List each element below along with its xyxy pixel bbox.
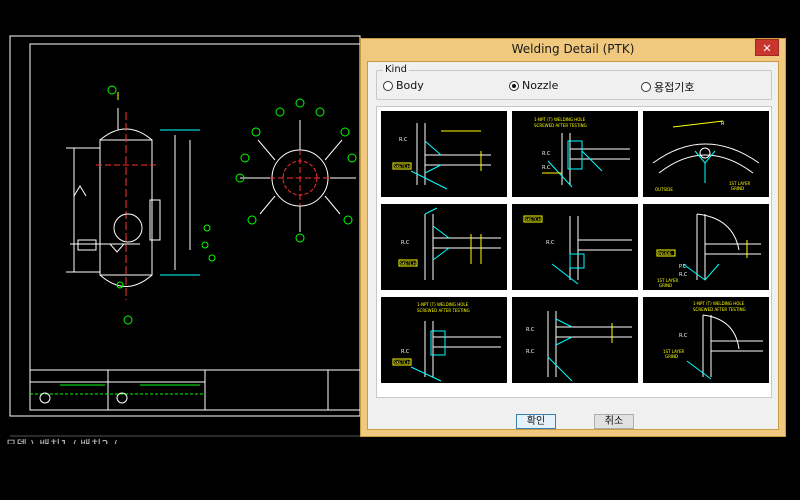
thumb-3-label-outside: OUTSIDE [655, 187, 673, 192]
detail-thumbnail-8[interactable]: R.C R.C [512, 297, 638, 383]
radio-body-indicator[interactable] [383, 80, 393, 91]
thumb-2-label-hole: 1-NPT (T) WELDING HOLE [534, 117, 586, 122]
thumb-6-label-rc: R.C [679, 272, 688, 278]
dialog-title: Welding Detail (PTK) [511, 42, 635, 56]
dialog-titlebar[interactable]: Welding Detail (PTK) ✕ [361, 39, 785, 61]
thumb-8-label-rc-2: R.C [526, 349, 535, 355]
thumb-3-label-layer: 1ST LAYER [729, 181, 751, 186]
detail-thumbnail-1[interactable]: R.C SKETCH [381, 111, 507, 197]
thumb-2-label-rc: R.C [542, 151, 551, 157]
radio-nozzle-indicator[interactable] [509, 80, 519, 91]
thumb-9-label-rc: R.C [679, 333, 688, 339]
thumb-1-label-sketch: SKETCH [394, 164, 410, 169]
kind-group-label: Kind [383, 64, 410, 75]
radio-weld-symbol-indicator[interactable] [641, 82, 651, 92]
thumb-9-label-layer: 1ST LAYER [663, 349, 685, 354]
radio-nozzle-label: Nozzle [522, 79, 559, 92]
welding-detail-dialog: Welding Detail (PTK) ✕ Kind Body Nozzle … [360, 38, 786, 437]
radio-weld-symbol[interactable]: 용접기호 [641, 79, 694, 95]
thumb-6-label-layer: 1ST LAYER [657, 278, 679, 283]
cancel-button[interactable]: 취소 [594, 414, 634, 429]
detail-thumbnail-2[interactable]: 1-NPT (T) WELDING HOLE SCREWED AFTER TES… [512, 111, 638, 197]
detail-thumbnail-4[interactable]: R.C SKETCH [381, 204, 507, 290]
radio-body[interactable]: Body [383, 79, 424, 92]
thumb-7-label-sketch: SKETCH [394, 360, 410, 365]
bottom-black-bar [0, 444, 800, 500]
thumb-6-label-inside: INSIDE [658, 251, 672, 256]
close-button[interactable]: ✕ [755, 39, 779, 56]
thumb-3-label-grind: GRIND [731, 186, 744, 191]
detail-thumbnail-6[interactable]: INSIDE 1ST LAYER GRIND P.C R.C [643, 204, 769, 290]
thumb-2-label-rc-2: R.C [542, 165, 551, 171]
detail-thumbnail-3[interactable]: R 1ST LAYER GRIND OUTSIDE [643, 111, 769, 197]
thumb-4-label-sketch: SKETCH [400, 261, 416, 266]
thumb-7-label-hole: 1-NPT (T) WELDING HOLE [417, 302, 469, 307]
kind-group: Kind Body Nozzle 용접기호 [376, 64, 772, 100]
detail-thumbnail-7[interactable]: 1-NPT (T) WELDING HOLE SCREWED AFTER TES… [381, 297, 507, 383]
ok-button[interactable]: 확인 [516, 414, 556, 429]
thumb-9-label-screwed: SCREWED AFTER TESTING [693, 307, 746, 312]
thumb-4-label-rc: R.C [401, 240, 410, 246]
dialog-body: Kind Body Nozzle 용접기호 [367, 61, 779, 430]
radio-nozzle[interactable]: Nozzle [509, 79, 558, 92]
thumb-7-label-rc: R.C [401, 349, 410, 355]
vessel-plan-view [235, 98, 357, 243]
radio-body-label: Body [396, 79, 424, 92]
vessel-elevation [66, 85, 216, 325]
thumb-7-label-screwed: SCREWED AFTER TESTING [417, 308, 470, 313]
thumb-6-label-grind: GRIND [659, 283, 672, 288]
thumb-6-label-pc: P.C [679, 264, 687, 270]
thumb-2-label-screwed: SCREWED AFTER TESTING [534, 123, 587, 128]
detail-thumbnail-9[interactable]: 1-NPT (T) WELDING HOLE SCREWED AFTER TES… [643, 297, 769, 383]
thumb-5-label-rc: R.C [546, 240, 555, 246]
radio-weld-symbol-label: 용접기호 [654, 81, 695, 94]
detail-gallery: R.C SKETCH 1-NPT (T) WELDING HOLE SCREWE… [376, 106, 772, 398]
detail-thumbnail-5[interactable]: SKETCH R.C [512, 204, 638, 290]
thumb-5-label-sketch: SKETCH [525, 217, 541, 222]
thumb-1-label-rc: R.C [399, 137, 408, 143]
thumb-9-label-grind: GRIND [665, 354, 678, 359]
thumb-3-label-r: R [721, 121, 725, 127]
thumb-8-label-rc: R.C [526, 327, 535, 333]
thumb-9-label-hole: 1-NPT (T) WELDING HOLE [693, 301, 745, 306]
